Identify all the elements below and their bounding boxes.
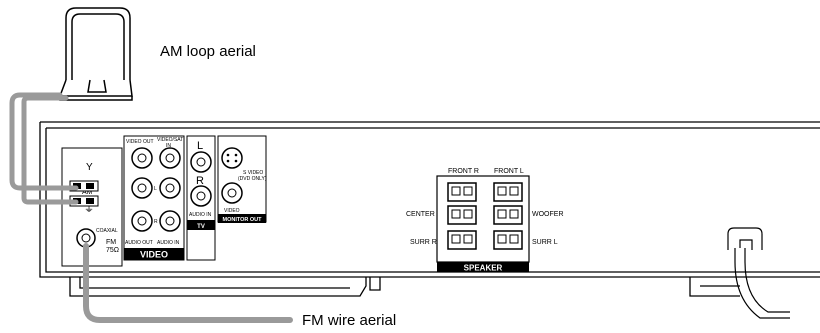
center-label: CENTER (406, 211, 435, 218)
ground-symbol: ⏚ (84, 203, 94, 215)
monitor-out-panel: S VIDEO (DVD ONLY) VIDEO MONITOR OUT (217, 135, 267, 223)
power-cord (727, 227, 790, 319)
tv-banner (187, 220, 215, 230)
speaker-panel: FRONT R FRONT L CENTER WOOFER SURR R SUR… (406, 168, 564, 273)
video-sat-in-label: VIDEO/SAT (157, 137, 183, 143)
dvd-only-label: (DVD ONLY) (238, 176, 267, 182)
am-cable (9, 92, 79, 205)
antenna-panel: Y AM ⏚ COAXIAL FM 75Ω (61, 147, 123, 267)
antenna-symbol: Y (86, 162, 93, 173)
unit-chassis (39, 121, 820, 297)
surr-r-label: SURR R (410, 239, 437, 246)
audio-out-r-jack[interactable] (131, 210, 153, 232)
fm-cable (83, 243, 293, 323)
audio-in-label: AUDIO IN (157, 240, 180, 246)
surr-l-label: SURR L (532, 239, 558, 246)
video-sat-in-label-2: IN (166, 143, 171, 149)
video-r-label: R (154, 219, 158, 225)
video-banner-label: VIDEO (140, 250, 168, 260)
tv-audio-in-r-jack[interactable] (190, 185, 212, 207)
tv-audio-in-l-jack[interactable] (190, 151, 212, 173)
audio-out-l-jack[interactable] (131, 177, 153, 199)
speaker-banner (437, 262, 529, 272)
woofer-label: WOOFER (532, 211, 564, 218)
audio-out-label: AUDIO OUT (125, 240, 153, 246)
s-video-jack[interactable] (221, 147, 243, 169)
monitor-video-jack[interactable] (221, 182, 243, 204)
audio-in-l-jack[interactable] (159, 177, 181, 199)
fm-label: FM (106, 239, 116, 246)
tv-r-label: R (196, 175, 204, 187)
front-l-label: FRONT L (494, 168, 524, 175)
front-r-label: FRONT R (448, 168, 479, 175)
tv-banner-label: TV (197, 224, 205, 230)
speaker-banner-label: SPEAKER (464, 264, 503, 273)
tv-l-label: L (197, 140, 203, 152)
s-video-label: S VIDEO (243, 170, 263, 176)
coaxial-label: COAXIAL (96, 228, 118, 234)
tv-panel: L R AUDIO IN TV (186, 135, 216, 261)
fm-wire-aerial-label: FM wire aerial (302, 312, 396, 329)
video-banner (124, 248, 184, 260)
monitor-video-label: VIDEO (224, 208, 240, 214)
monitor-out-banner (218, 214, 266, 223)
video-sat-in-jack[interactable] (159, 147, 181, 169)
tv-audio-in-label: AUDIO IN (189, 212, 212, 218)
am-label: AM (82, 189, 93, 196)
am-loop-aerial (58, 7, 133, 101)
video-out-label: VIDEO OUT (126, 139, 154, 145)
monitor-out-banner-label: MONITOR OUT (222, 217, 262, 223)
impedance-label: 75Ω (106, 247, 119, 254)
video-l-label: L (154, 186, 157, 192)
video-panel: VIDEO OUT VIDEO/SAT IN L R AUDIO OUT AUD… (123, 135, 185, 261)
am-loop-aerial-label: AM loop aerial (160, 43, 256, 60)
video-out-jack[interactable] (131, 147, 153, 169)
audio-in-r-jack[interactable] (159, 210, 181, 232)
